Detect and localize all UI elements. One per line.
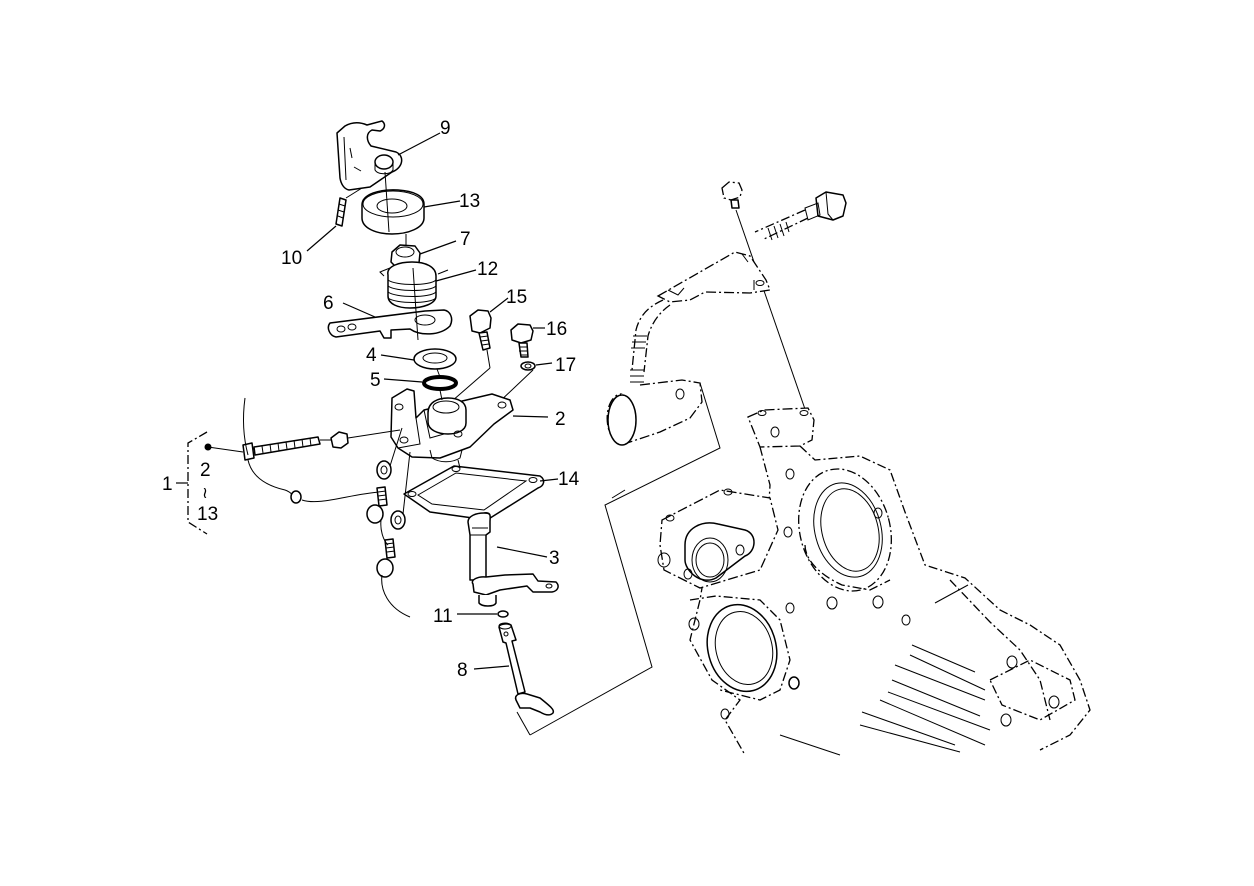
part-shift-sensor-harness (606, 181, 847, 446)
callout-10: 10 (281, 248, 302, 269)
callout-5: 5 (370, 370, 381, 391)
callout-4: 4 (366, 345, 377, 366)
group-range-from: 2 (200, 460, 211, 481)
callout-12: 12 (477, 259, 498, 280)
part-3-shift-shaft (467, 512, 559, 607)
callout-14: 14 (558, 469, 580, 490)
part-adjuster-screw (242, 397, 401, 504)
callout-6: 6 (323, 293, 334, 314)
part-15-bolt (443, 297, 509, 409)
callout-13: 13 (459, 191, 480, 212)
engine-crankcase (657, 407, 1091, 756)
part-2-shift-housing (390, 388, 549, 463)
callout-labels: 9 13 10 7 12 6 15 16 4 5 17 2 14 3 11 8 … (162, 118, 580, 681)
part-5-oring (383, 375, 458, 391)
part-16-bolt (510, 323, 545, 358)
callout-16: 16 (546, 319, 567, 340)
callout-1: 1 (162, 474, 173, 495)
callout-11: 11 (433, 606, 453, 627)
part-11-small-oring (457, 610, 509, 618)
part-13-collar (361, 171, 461, 235)
part-8-shift-rod (473, 622, 555, 736)
callout-8: 8 (457, 660, 468, 681)
callout-15: 15 (506, 287, 527, 308)
callout-2: 2 (555, 409, 566, 430)
callout-3: 3 (549, 548, 560, 569)
part-14-gasket (403, 459, 559, 521)
part-4-washer (380, 348, 457, 370)
part-12-torsion-spring (379, 261, 477, 309)
part-mount-screws (366, 427, 411, 618)
group-range-separator: ≀ (202, 485, 208, 502)
group-range-to: 13 (197, 504, 218, 525)
callout-9: 9 (440, 118, 451, 139)
part-10-spring-pin (306, 187, 363, 252)
part-6-lever-plate (327, 302, 453, 339)
group-bracket: 2 ≀ 13 (176, 431, 244, 535)
callout-17: 17 (555, 355, 576, 376)
callout-7: 7 (460, 229, 471, 250)
part-9-shift-bracket (336, 120, 441, 191)
